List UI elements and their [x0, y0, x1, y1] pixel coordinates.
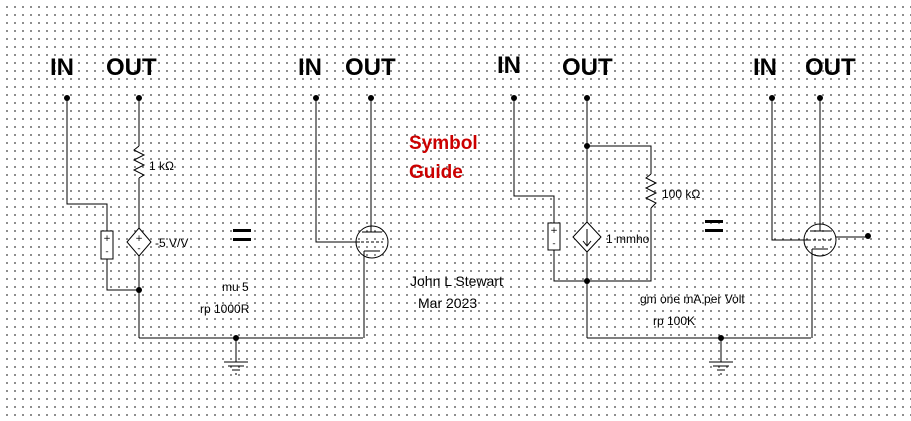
param-mu: mu 5 [222, 280, 249, 294]
input-wire [66, 98, 108, 231]
param-rp: rp 100K [653, 314, 695, 328]
title-line-2: Guide [409, 162, 463, 183]
junction-dot [584, 278, 590, 284]
svg-text:+: + [550, 226, 558, 236]
in-label: IN [298, 54, 322, 81]
grid-wire [771, 98, 808, 241]
source-value: 1 mmho [606, 232, 650, 246]
resistor-value: 1 kΩ [149, 159, 174, 173]
date: Mar 2023 [418, 295, 477, 311]
svg-text:-: - [105, 247, 108, 257]
extra-terminal[interactable] [865, 233, 871, 239]
triode-symbol-2: IN OUT [753, 54, 871, 338]
param-gm: gm one mA per Volt [640, 292, 745, 306]
source-value: -5 V/V [155, 236, 188, 250]
svg-text:+: + [103, 234, 111, 244]
ground-1 [139, 335, 363, 375]
equals-sign [233, 229, 251, 241]
out-label: OUT [345, 54, 396, 81]
current-arrow [582, 229, 592, 247]
svg-text:-: - [137, 244, 140, 254]
vcvs-equivalent-circuit: IN OUT + - 1 kΩ + - -5 V/V mu 5 rp 1000R [50, 54, 250, 338]
out-label: OUT [805, 54, 856, 81]
equals-sign [705, 220, 723, 232]
in-label: IN [497, 52, 521, 79]
svg-text:-: - [552, 239, 555, 249]
triode-symbol-1: IN OUT [298, 54, 396, 338]
vccs-equivalent-circuit: IN OUT + - 100 kΩ 1 mmho gm one mA per V… [497, 52, 745, 338]
ground-2 [587, 335, 811, 375]
ground-symbol [709, 361, 733, 375]
svg-text:+: + [135, 234, 143, 244]
author: John L Stewart [410, 273, 503, 289]
resistor-1k [132, 145, 146, 179]
triode-envelope [355, 225, 389, 259]
ground-symbol [224, 361, 248, 375]
input-wire [513, 98, 555, 223]
in-label: IN [50, 54, 74, 81]
out-label: OUT [562, 54, 613, 81]
title-line-1: Symbol [409, 133, 478, 154]
resistor-value: 100 kΩ [662, 187, 700, 201]
symbol-guide-title: Symbol Guide [409, 133, 478, 183]
grid-wire [315, 98, 360, 243]
junction-dot [136, 287, 142, 293]
out-label: OUT [106, 54, 157, 81]
param-rp: rp 1000R [200, 302, 250, 316]
resistor-100k [644, 173, 658, 209]
triode-envelope [803, 223, 837, 257]
in-label: IN [753, 54, 777, 81]
